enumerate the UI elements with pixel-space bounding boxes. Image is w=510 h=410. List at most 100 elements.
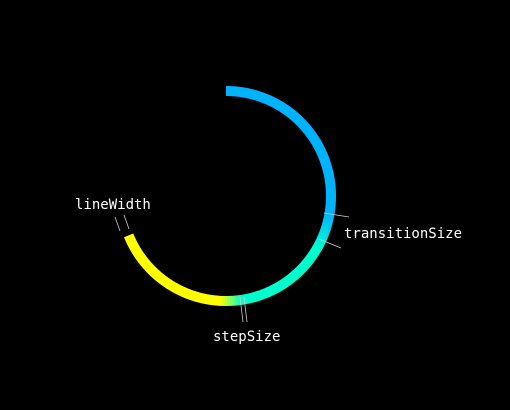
- ring-segment: [269, 285, 277, 296]
- ring-segment: [291, 270, 300, 280]
- ring-segment: [323, 216, 334, 222]
- ring-segment: [130, 246, 141, 254]
- ring-segment: [297, 118, 307, 128]
- ring-segment: [183, 288, 190, 299]
- ring-segment: [195, 292, 202, 303]
- ring-segment: [243, 293, 249, 305]
- ring-segment: [305, 128, 315, 138]
- ring-segment: [188, 289, 195, 301]
- ring-segment: [314, 144, 325, 152]
- ring-segment: [295, 116, 305, 127]
- ring-segment: [284, 106, 293, 117]
- ring-segment: [323, 174, 335, 179]
- ring-segment: [148, 266, 158, 277]
- ring-segment: [286, 108, 295, 119]
- ring-segment: [274, 99, 282, 110]
- ring-segment: [310, 137, 321, 146]
- ring-segment: [303, 126, 314, 136]
- ring-segment: [319, 228, 331, 235]
- ring-segment: [125, 237, 137, 245]
- ring-segment: [124, 233, 135, 240]
- ring-segment: [302, 124, 312, 134]
- ring-segment: [169, 281, 177, 292]
- ring-segment: [317, 151, 328, 159]
- step-size-label: stepSize: [213, 329, 280, 345]
- ring-segment: [292, 268, 302, 278]
- ring-segment: [129, 243, 140, 252]
- ring-segment: [293, 115, 303, 125]
- ring-segment: [139, 258, 150, 267]
- ring-segment: [323, 214, 335, 220]
- ring-segment: [311, 245, 322, 254]
- ring-segment: [173, 284, 182, 295]
- ring-segment: [317, 232, 329, 240]
- ring-segment: [164, 279, 173, 290]
- ring-segment: [176, 285, 184, 296]
- ring-segment: [193, 291, 200, 302]
- ring-segment: [254, 90, 261, 101]
- ring-segment: [282, 105, 291, 116]
- ring-segment: [314, 239, 326, 247]
- ring-segment: [278, 102, 287, 113]
- ring-segment: [171, 282, 179, 294]
- ring-segment: [322, 166, 333, 172]
- ring-segment: [271, 283, 279, 295]
- ring-segment: [156, 273, 165, 284]
- ring-segment: [290, 111, 299, 122]
- ring-segment: [310, 247, 321, 256]
- ring-segment: [313, 142, 324, 150]
- ring-segment: [280, 103, 289, 114]
- ring-segment: [270, 97, 278, 108]
- ring-segment: [287, 273, 296, 283]
- ring-segment: [267, 96, 275, 107]
- ring-segment: [133, 250, 144, 259]
- ring-segment: [144, 263, 155, 273]
- ring-segment: [249, 89, 256, 100]
- ring-segment: [146, 265, 156, 275]
- ring-segment: [302, 257, 313, 267]
- ring-segment: [316, 235, 328, 242]
- ring-segment: [262, 288, 269, 299]
- ring-segment: [263, 94, 271, 105]
- ring-segment: [315, 146, 326, 154]
- ring-segment: [304, 255, 315, 265]
- ring-segment: [307, 251, 318, 261]
- ring-segment: [158, 274, 167, 285]
- ring-segment: [321, 223, 332, 230]
- line-width-leaders: [114, 214, 130, 232]
- ring-segment: [255, 290, 262, 302]
- ring-segment: [128, 241, 139, 250]
- transition-size-label: transitionSize: [344, 226, 462, 242]
- ring-segment: [288, 110, 297, 120]
- ring-segment: [320, 158, 331, 165]
- transition-size-leaders: [318, 212, 350, 249]
- ring-segment: [300, 122, 311, 132]
- ring-segment: [313, 241, 324, 249]
- ring-segment: [261, 93, 268, 104]
- step-size-leaders: [239, 296, 248, 323]
- ring-segment: [312, 243, 323, 252]
- ring-segment: [273, 282, 281, 293]
- ring-segment: [296, 265, 306, 275]
- ring-segment: [152, 270, 162, 280]
- ring-segment: [260, 289, 267, 300]
- ring-segment: [245, 88, 251, 99]
- ring-segment: [289, 271, 298, 282]
- ring-segment: [276, 101, 285, 112]
- ring-segment: [299, 261, 310, 271]
- ring-segment: [319, 156, 330, 163]
- ring-segment: [198, 292, 204, 304]
- ring-segment: [292, 113, 301, 123]
- ring-segment: [311, 139, 323, 148]
- ring-segment: [246, 293, 252, 304]
- ring-segment: [316, 149, 327, 156]
- ring-segment: [248, 292, 254, 304]
- ring-segment: [281, 277, 290, 288]
- ring-segment: [308, 133, 318, 142]
- ring-segment: [272, 98, 280, 109]
- ring-segment: [242, 87, 248, 98]
- ring-segment: [285, 274, 294, 285]
- ring-segment: [298, 120, 309, 130]
- ring-segment: [203, 293, 209, 305]
